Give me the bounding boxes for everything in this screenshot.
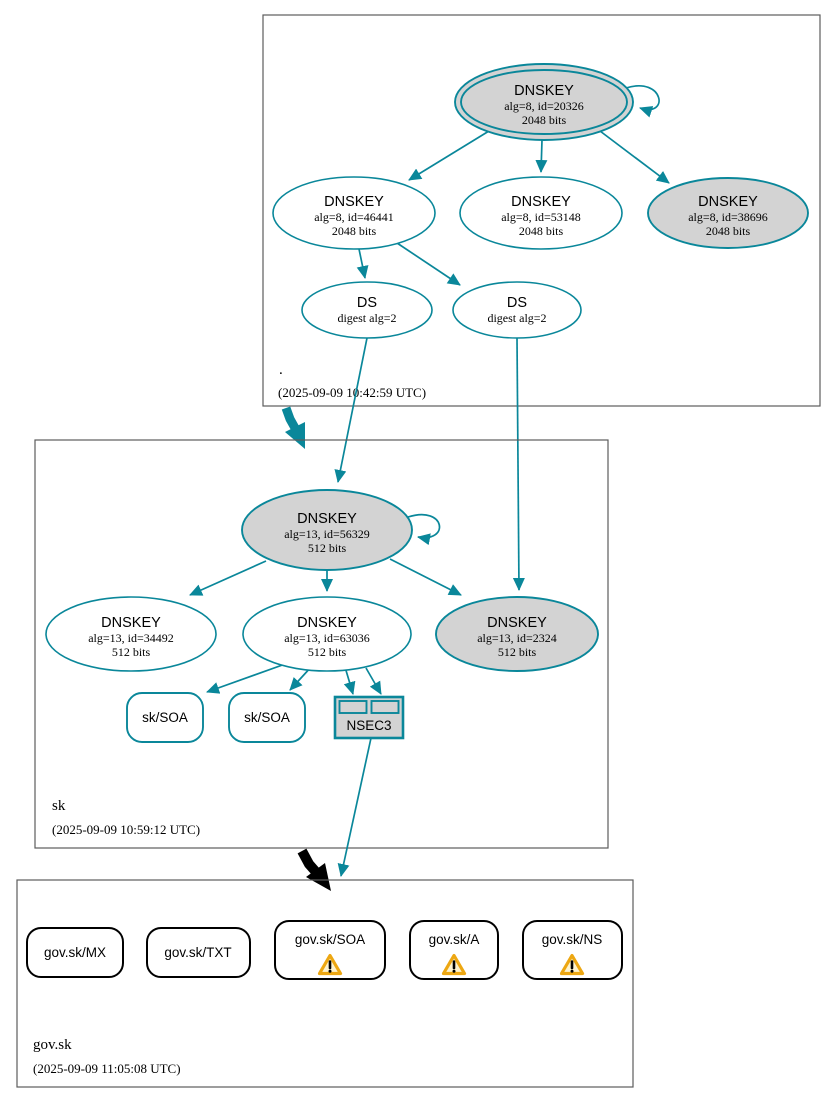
- svg-text:2048 bits: 2048 bits: [519, 224, 564, 238]
- node-dnskey-2324[interactable]: DNSKEY alg=13, id=2324 512 bits: [435, 596, 599, 672]
- node-nsec3[interactable]: NSEC3: [333, 695, 405, 740]
- svg-text:alg=13, id=56329: alg=13, id=56329: [284, 527, 370, 541]
- svg-text:gov.sk/SOA: gov.sk/SOA: [295, 932, 365, 947]
- edge-key46441-to-ds1: [356, 248, 369, 279]
- edge-ksk56329-to-key2324: [389, 558, 462, 596]
- zone-root-border: [262, 14, 821, 407]
- edge-nsec3-to-govsk: [337, 737, 372, 877]
- svg-text:512 bits: 512 bits: [112, 645, 151, 659]
- edge-ksk20326-to-key53148: [535, 139, 548, 173]
- svg-text:NSEC3: NSEC3: [346, 718, 391, 733]
- node-dnskey-63036[interactable]: DNSKEY alg=13, id=63036 512 bits: [242, 596, 412, 672]
- node-govsk-mx[interactable]: gov.sk/MX: [26, 927, 124, 978]
- svg-text:DNSKEY: DNSKEY: [297, 615, 357, 631]
- edge-key63036-to-nsec3-a: [343, 666, 356, 695]
- svg-text:DS: DS: [357, 295, 377, 311]
- delegation-arrow-root-to-sk: [281, 406, 305, 449]
- edge-sk-ksk-selfsign: [407, 513, 441, 546]
- svg-text:gov.sk/A: gov.sk/A: [429, 932, 480, 947]
- svg-text:512 bits: 512 bits: [308, 541, 347, 555]
- svg-text:alg=8, id=20326: alg=8, id=20326: [504, 99, 584, 113]
- edge-root-ksk-selfsign: [625, 85, 660, 118]
- node-govsk-soa[interactable]: gov.sk/SOA: [274, 920, 386, 980]
- svg-text:gov.sk/NS: gov.sk/NS: [542, 932, 603, 947]
- svg-text:alg=13, id=34492: alg=13, id=34492: [88, 631, 174, 645]
- svg-text:sk/SOA: sk/SOA: [244, 710, 290, 725]
- zone-root-label: .: [279, 362, 283, 378]
- zone-sk-timestamp: (2025-09-09 10:59:12 UTC): [52, 822, 200, 837]
- svg-text:alg=13, id=63036: alg=13, id=63036: [284, 631, 370, 645]
- node-ds-2[interactable]: DS digest alg=2: [452, 281, 582, 339]
- svg-text:alg=13, id=2324: alg=13, id=2324: [477, 631, 557, 645]
- svg-text:DS: DS: [507, 295, 527, 311]
- svg-text:DNSKEY: DNSKEY: [101, 615, 161, 631]
- svg-text:digest alg=2: digest alg=2: [487, 311, 546, 325]
- node-sk-soa-2[interactable]: sk/SOA: [228, 692, 306, 743]
- node-govsk-a[interactable]: gov.sk/A: [409, 920, 499, 980]
- zone-root-timestamp: (2025-09-09 10:42:59 UTC): [278, 385, 426, 400]
- edge-ksk56329-to-key34492: [189, 560, 267, 596]
- node-dnskey-53148[interactable]: DNSKEY alg=8, id=53148 2048 bits: [459, 176, 623, 250]
- svg-text:2048 bits: 2048 bits: [522, 113, 567, 127]
- svg-text:DNSKEY: DNSKEY: [297, 511, 357, 527]
- svg-text:DNSKEY: DNSKEY: [511, 194, 571, 210]
- svg-text:alg=8, id=38696: alg=8, id=38696: [688, 210, 768, 224]
- svg-text:sk/SOA: sk/SOA: [142, 710, 188, 725]
- svg-text:DNSKEY: DNSKEY: [487, 615, 547, 631]
- svg-text:DNSKEY: DNSKEY: [698, 194, 758, 210]
- svg-text:alg=8, id=53148: alg=8, id=53148: [501, 210, 581, 224]
- node-dnskey-56329[interactable]: DNSKEY alg=13, id=56329 512 bits: [241, 489, 413, 571]
- node-ds-1[interactable]: DS digest alg=2: [301, 281, 433, 339]
- svg-text:DNSKEY: DNSKEY: [324, 194, 384, 210]
- zone-sk-border: [34, 439, 609, 849]
- node-dnskey-20326[interactable]: DNSKEY alg=8, id=20326 2048 bits: [454, 63, 634, 141]
- svg-text:DNSKEY: DNSKEY: [514, 83, 574, 99]
- svg-text:512 bits: 512 bits: [498, 645, 537, 659]
- svg-text:2048 bits: 2048 bits: [706, 224, 751, 238]
- svg-text:digest alg=2: digest alg=2: [337, 311, 396, 325]
- delegation-arrow-sk-to-govsk: [297, 848, 331, 891]
- svg-text:gov.sk/TXT: gov.sk/TXT: [164, 945, 231, 960]
- svg-text:gov.sk/MX: gov.sk/MX: [44, 945, 106, 960]
- node-govsk-ns[interactable]: gov.sk/NS: [522, 920, 623, 980]
- zone-sk-label: sk: [52, 798, 66, 814]
- node-sk-soa-1[interactable]: sk/SOA: [126, 692, 204, 743]
- zone-govsk-timestamp: (2025-09-09 11:05:08 UTC): [33, 1061, 181, 1076]
- svg-text:512 bits: 512 bits: [308, 645, 347, 659]
- zone-sk: DNSKEY alg=13, id=56329 512 bits DNSKEY …: [34, 439, 609, 849]
- edge-ds1-to-sk-ksk: [334, 337, 368, 483]
- zone-govsk: gov.sk/MX gov.sk/TXT gov.sk/SOA gov.sk/A…: [16, 879, 634, 1088]
- zone-govsk-label: gov.sk: [33, 1037, 72, 1053]
- edge-key63036-to-soa1: [206, 662, 289, 694]
- node-dnskey-34492[interactable]: DNSKEY alg=13, id=34492 512 bits: [45, 596, 217, 672]
- svg-text:2048 bits: 2048 bits: [332, 224, 377, 238]
- zone-root: DNSKEY alg=8, id=20326 2048 bits DNSKEY …: [262, 14, 821, 407]
- node-govsk-txt[interactable]: gov.sk/TXT: [146, 927, 251, 978]
- edge-ds2-to-sk-key2324: [512, 337, 525, 591]
- edge-ksk20326-to-key46441: [408, 130, 490, 181]
- zone-govsk-border: [16, 879, 634, 1088]
- edge-key46441-to-ds2: [396, 242, 461, 286]
- edge-key63036-to-nsec3-b: [365, 667, 382, 695]
- edge-ksk20326-to-key38696: [599, 130, 670, 184]
- node-dnskey-46441[interactable]: DNSKEY alg=8, id=46441 2048 bits: [272, 176, 436, 250]
- svg-text:alg=8, id=46441: alg=8, id=46441: [314, 210, 394, 224]
- node-dnskey-38696[interactable]: DNSKEY alg=8, id=38696 2048 bits: [647, 177, 809, 249]
